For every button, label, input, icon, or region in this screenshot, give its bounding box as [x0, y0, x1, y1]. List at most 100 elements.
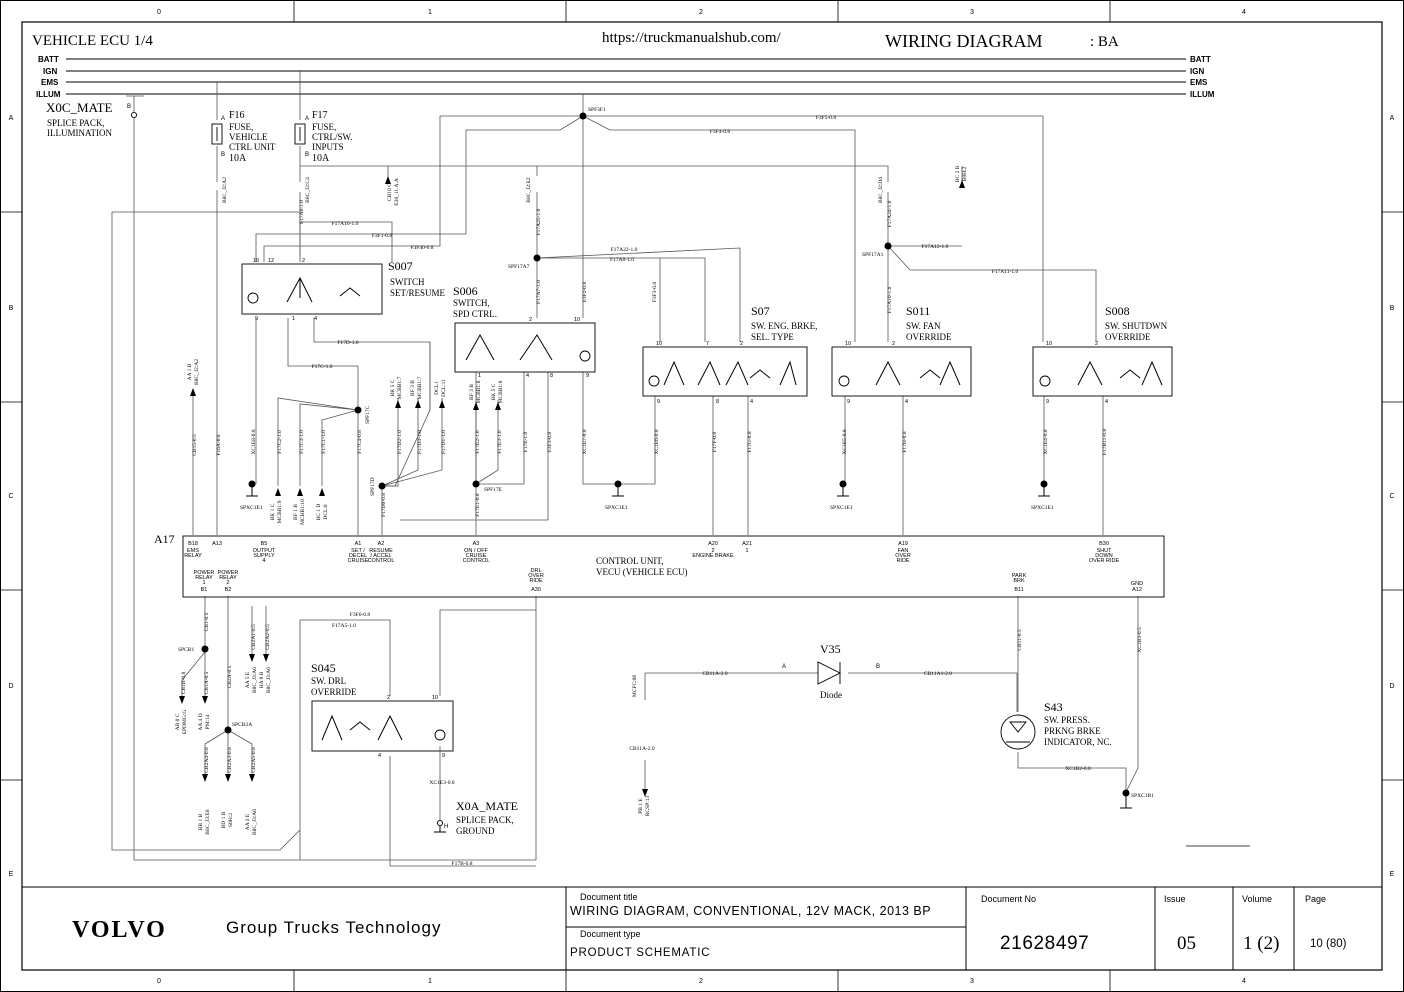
splice-spf3f1	[579, 112, 587, 120]
grid-col-top: 4	[1242, 9, 1246, 16]
splice-label: SPXC1E1	[240, 505, 263, 511]
x0a-desc: GROUND	[456, 826, 495, 836]
ref-label: B8C_J3:A6	[266, 667, 272, 693]
wire-label: XC1E4-0.8	[1043, 429, 1049, 454]
wire-label: F3F4-0.8	[710, 129, 731, 135]
svg-text:9: 9	[1046, 399, 1049, 405]
svg-text:2: 2	[711, 548, 714, 554]
ref-label: BK 5 C	[390, 379, 396, 396]
wire-label: F17D1-1.0	[441, 430, 447, 454]
f17-id: F17	[312, 110, 328, 121]
wire-label: CB15-0.5	[192, 434, 198, 456]
bus-ems-label: EMS	[1190, 78, 1208, 87]
v35-pin: B	[876, 664, 880, 670]
svg-text:BRK: BRK	[1013, 578, 1025, 584]
s011-id: S011	[906, 304, 930, 318]
splice-spf17c	[354, 406, 362, 414]
svg-text:ENGINE BRAKE: ENGINE BRAKE	[692, 553, 734, 559]
svg-text:EMS: EMS	[187, 548, 199, 554]
svg-text:9: 9	[586, 373, 589, 379]
grid-col-top: 1	[428, 9, 432, 16]
bus-illum-label: ILLUM	[1190, 90, 1215, 99]
ref-label: PM:14	[205, 714, 211, 729]
wire-label: F3F3-0.8	[547, 432, 553, 453]
doc-no-label: Document No	[981, 894, 1036, 904]
f17-rating: 10A	[312, 153, 330, 164]
title-block	[21, 886, 1383, 971]
svg-text:RELAY: RELAY	[184, 553, 202, 559]
s43-id: S43	[1044, 700, 1063, 714]
wire-label: CB1A-0.5	[204, 671, 210, 694]
doc-title-label: Document title	[580, 892, 638, 902]
splice-label: SPCB2A	[232, 722, 252, 728]
grid-col-bottom: 3	[970, 978, 974, 985]
s007-id: S007	[388, 259, 413, 273]
ref-label: DCL:8	[323, 504, 329, 520]
svg-text:OVER RIDE: OVER RIDE	[1089, 558, 1120, 564]
source-url: https://truckmanualshub.com/	[602, 30, 782, 46]
reference-arrows	[179, 176, 965, 797]
wire-label: F17E3-1.0	[497, 430, 503, 454]
wire-label: F17D-1.0	[337, 340, 358, 346]
svg-text:RESUME: RESUME	[369, 548, 393, 554]
wire-label: F17G-0.8	[747, 431, 753, 452]
ref-label: B8C_J2:D4	[878, 177, 884, 203]
wire-label: F3F3-0.8	[652, 282, 658, 303]
s43-desc: INDICATOR, NC.	[1044, 737, 1112, 747]
svg-text:OVER: OVER	[528, 573, 544, 579]
volume-value: 1 (2)	[1243, 933, 1279, 954]
issue-value: 05	[1177, 933, 1196, 954]
wire-label: F17H-0.8	[902, 431, 908, 452]
splice-spxc1e1	[614, 480, 622, 488]
volume-label: Volume	[1242, 894, 1272, 904]
splice-spf17d	[378, 482, 386, 490]
s006-desc: SWITCH,	[453, 298, 490, 308]
v35-pin: A	[782, 664, 786, 670]
f16-desc: CTRL UNIT	[229, 142, 276, 152]
wire-label: F17D3-1.0	[417, 430, 423, 454]
wire-label: CB2A2-0.5	[265, 624, 271, 650]
splice-label: SPXC1E1	[830, 505, 853, 511]
svg-text:4: 4	[314, 316, 317, 322]
svg-text:A2: A2	[378, 541, 385, 547]
svg-text:B18: B18	[188, 541, 198, 547]
splice-label: SPF17E	[484, 487, 503, 493]
power-buses	[66, 58, 1186, 95]
svg-text:9: 9	[657, 399, 660, 405]
wire-label: F17D0-0.8	[381, 493, 387, 517]
brand-logo: VOLVO	[72, 917, 167, 943]
wire-label: F17C2-1.0	[277, 430, 283, 454]
x0c-desc: ILLUMINATION	[47, 128, 112, 138]
wire-label: XC1E8-0.8	[251, 429, 257, 454]
wire-label: CB11-0.5	[1017, 629, 1023, 651]
wire-label: F3F40-0.8	[410, 245, 433, 251]
s43-desc: PRKNG BRKE	[1044, 726, 1101, 736]
bus-ems-label: EMS	[41, 78, 59, 87]
s011-desc: OVERRIDE	[906, 332, 952, 342]
svg-text:B30: B30	[1099, 541, 1109, 547]
svg-text:1: 1	[292, 316, 295, 322]
wire-label: F17A25-1.0	[536, 208, 542, 235]
splice-label: SPCB1	[178, 647, 194, 653]
ref-label: CB10 C	[387, 183, 393, 201]
splice-label: SPXC1E1	[605, 505, 628, 511]
wire-label: CB11A1-2.0	[924, 671, 952, 677]
ref-label: MCBB1:8	[476, 380, 482, 403]
svg-text:ON / OFF: ON / OFF	[464, 548, 488, 554]
svg-text:A19: A19	[898, 541, 908, 547]
sheet-title: VEHICLE ECU 1/4	[32, 33, 153, 49]
wire-label: F17A16-1.0	[332, 221, 359, 227]
ref-label: HA 0 B	[259, 671, 265, 688]
svg-text:1: 1	[202, 580, 205, 586]
svg-text:7: 7	[706, 341, 709, 347]
svg-text:9: 9	[255, 316, 258, 322]
grid-row-left: B	[9, 305, 14, 312]
x0a-id: X0A_MATE	[456, 799, 518, 813]
wire-label: XC1E6-0.8	[654, 429, 660, 454]
ref-label: MCBB1:9	[277, 500, 283, 523]
splice-spxc1b1	[1122, 789, 1130, 797]
